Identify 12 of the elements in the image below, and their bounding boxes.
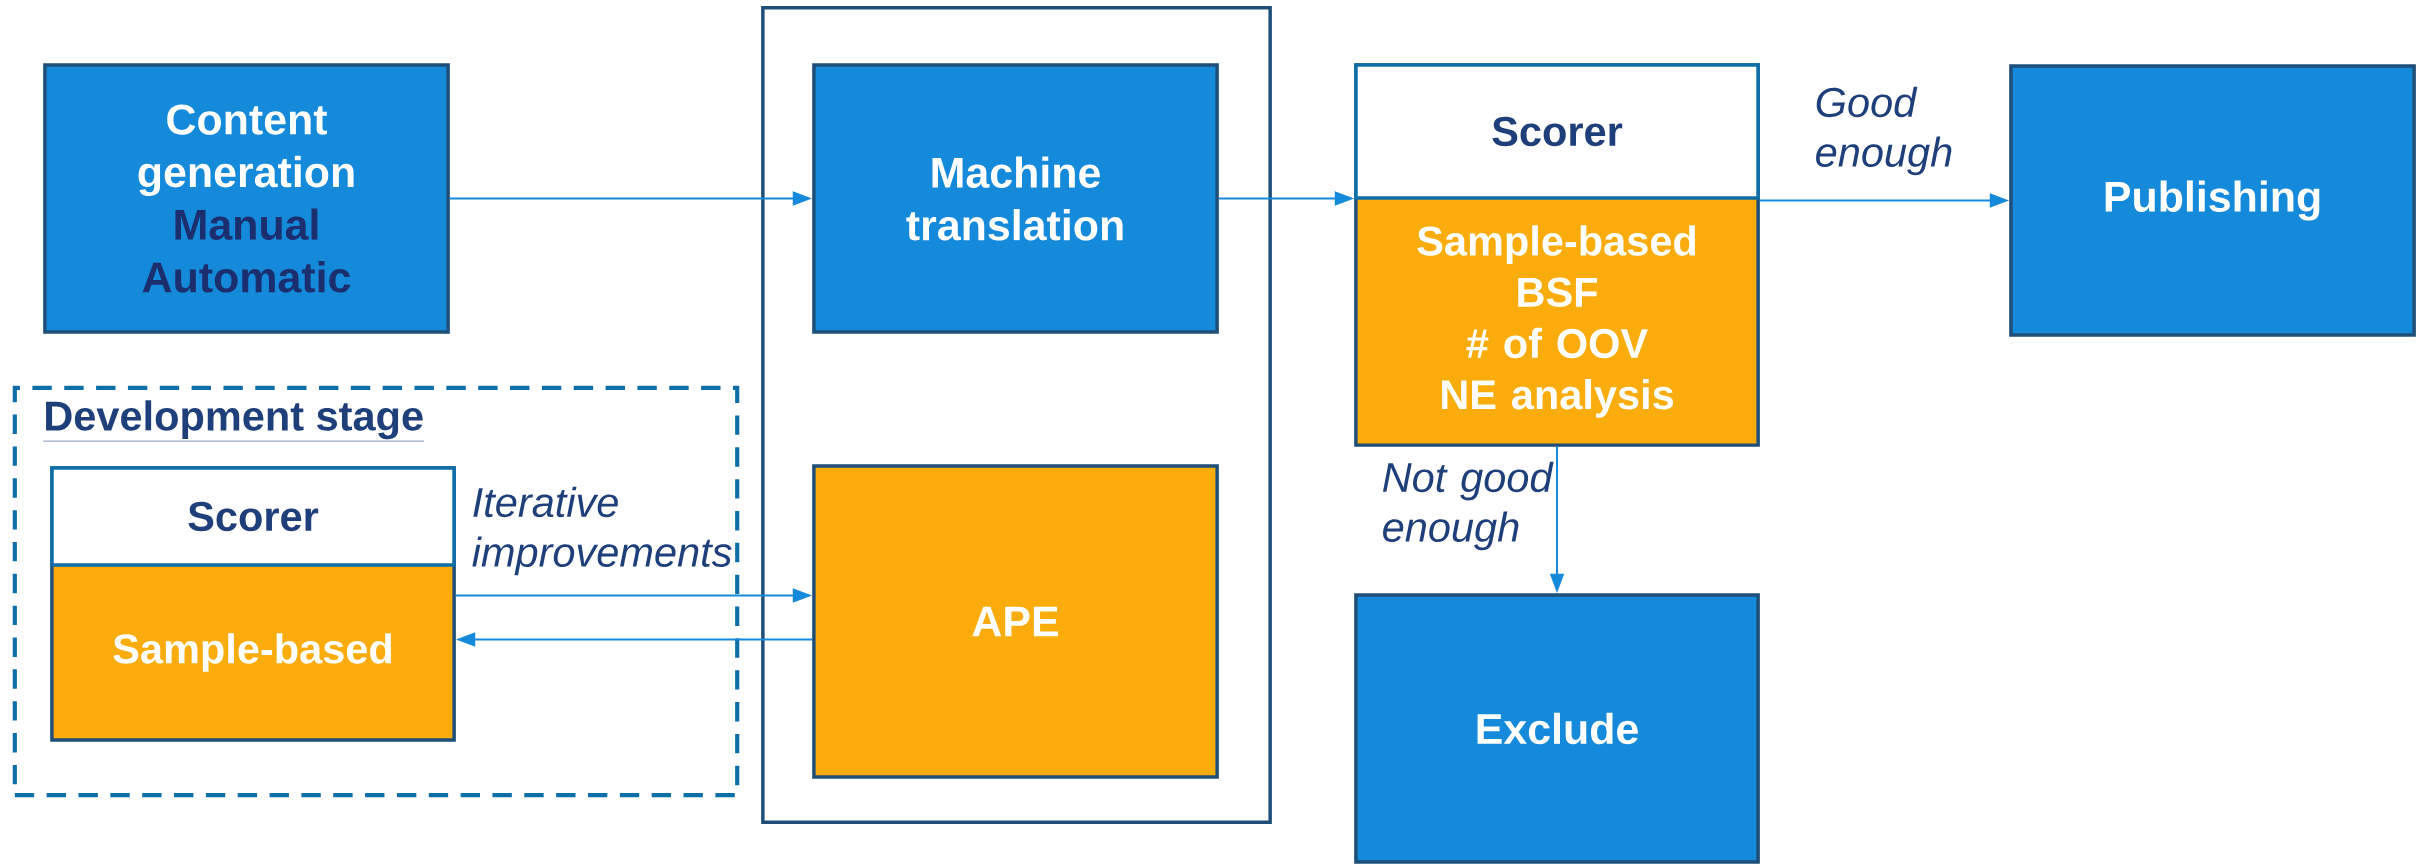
edge-label: Iterative improvements xyxy=(472,486,732,576)
group-box xyxy=(761,6,1272,824)
scorer-box: Scorer Sample-based xyxy=(50,466,456,742)
process-box: Machine translation xyxy=(812,63,1219,334)
process-box: Content generation Manual Automatic xyxy=(43,63,450,334)
process-box: APE xyxy=(812,464,1219,779)
section-heading: Development stage xyxy=(43,400,425,442)
process-box: Publishing xyxy=(2009,64,2416,337)
scorer-box: Scorer Sample-based BSF # of OOV NE analysis xyxy=(1354,63,1760,447)
process-box: Exclude xyxy=(1354,593,1760,864)
edge-label: Not good enough xyxy=(1382,461,1554,551)
edge-label: Good enough xyxy=(1816,86,1952,176)
